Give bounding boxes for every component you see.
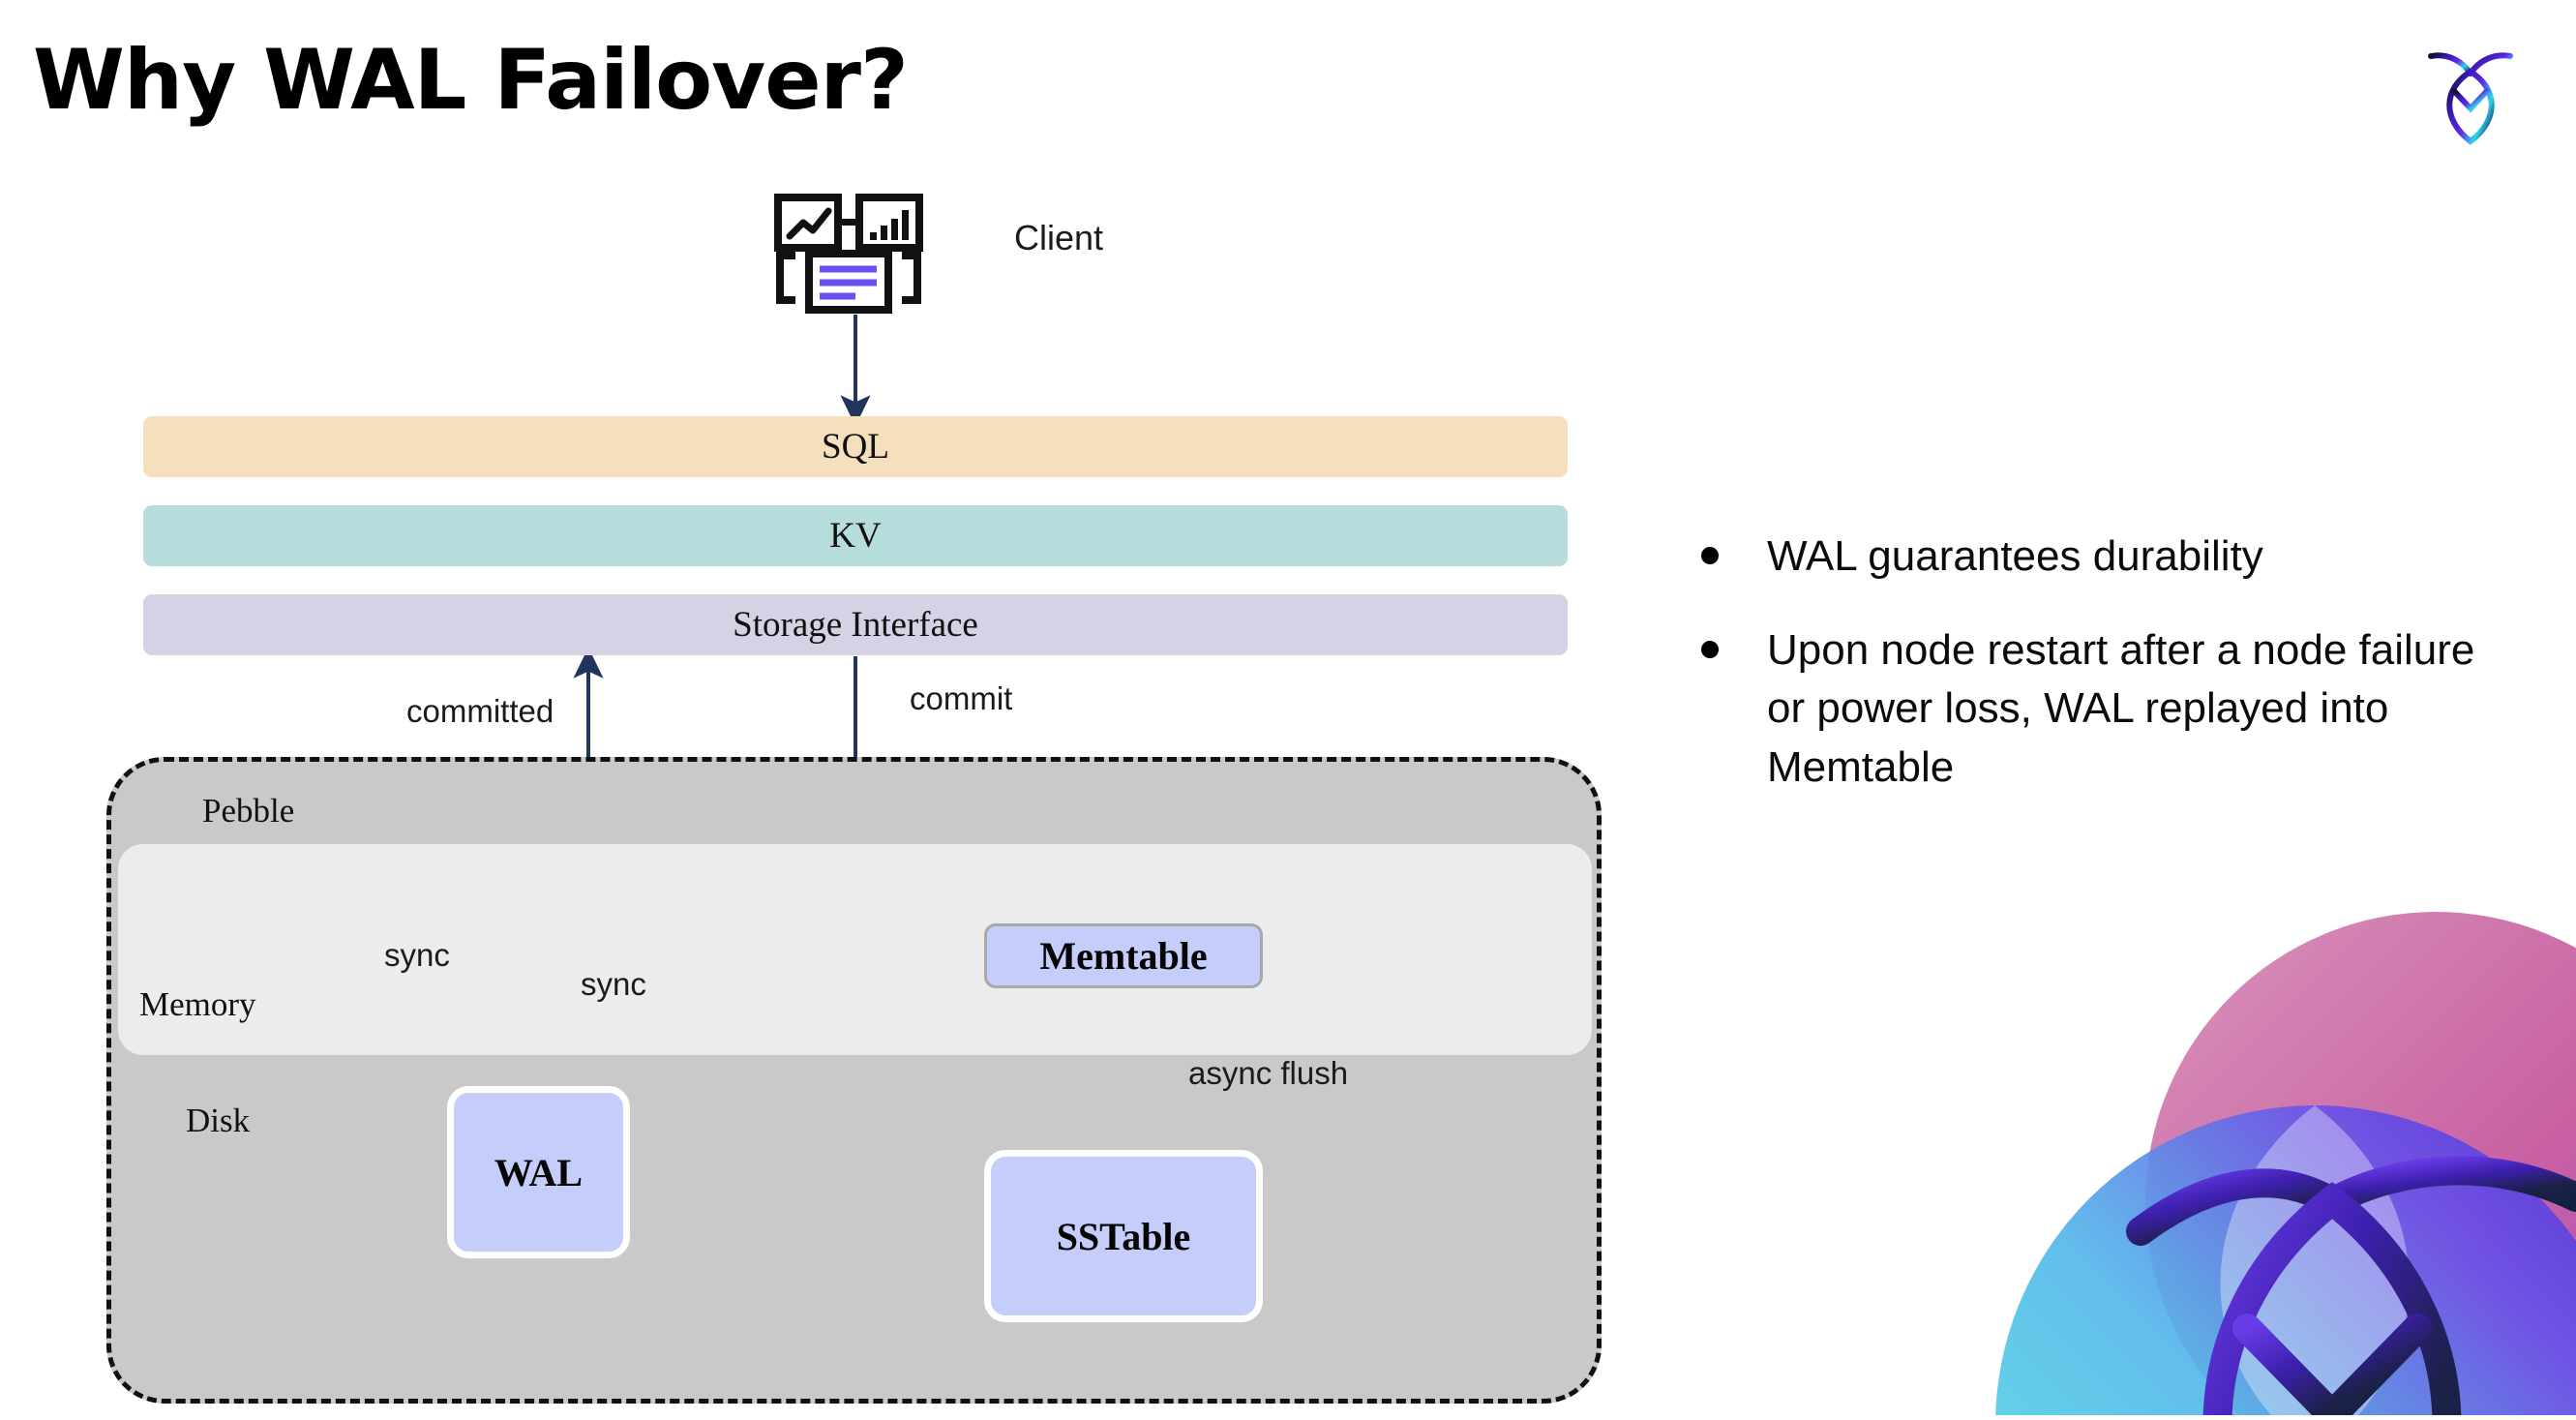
bullet-dot-icon <box>1701 640 1719 658</box>
edge-label-committed: committed <box>406 693 554 729</box>
list-item: Upon node restart after a node failure o… <box>1701 621 2514 798</box>
layer-bar-sql: SQL <box>143 416 1568 477</box>
client-dashboard-icon <box>774 194 929 315</box>
architecture-diagram: Client SQL KV Storage Interface Pebble M… <box>106 194 1602 1404</box>
layer-bar-storage-interface: Storage Interface <box>143 594 1568 655</box>
disk-zone-label: Disk <box>186 1102 251 1139</box>
edge-label-commit: commit <box>910 680 1013 716</box>
client-label: Client <box>1014 218 1104 257</box>
bullet-list: WAL guarantees durability Upon node rest… <box>1701 528 2514 832</box>
bullet-dot-icon <box>1701 547 1719 564</box>
edge-label-sync-right: sync <box>581 966 646 1002</box>
page-title: Why WAL Failover? <box>33 32 909 129</box>
memory-zone-label: Memory <box>139 985 256 1023</box>
layer-label-storage-interface: Storage Interface <box>733 605 978 645</box>
decorative-circles-graphic <box>1899 912 2576 1415</box>
list-item: WAL guarantees durability <box>1701 528 2514 587</box>
bullet-text: WAL guarantees durability <box>1767 532 2263 580</box>
layer-label-sql: SQL <box>822 427 889 467</box>
pebble-label: Pebble <box>202 792 295 830</box>
node-wal: WAL <box>447 1086 630 1258</box>
node-label-sstable: SSTable <box>1056 1214 1191 1258</box>
edge-label-async-flush: async flush <box>1188 1055 1349 1091</box>
node-label-memtable: Memtable <box>1039 934 1208 978</box>
node-label-wal: WAL <box>494 1150 584 1194</box>
memory-zone <box>118 844 1592 1055</box>
node-memtable: Memtable <box>984 923 1263 988</box>
layer-bar-kv: KV <box>143 505 1568 566</box>
node-sstable: SSTable <box>984 1150 1263 1322</box>
edge-label-sync-left: sync <box>384 937 450 973</box>
layer-label-kv: KV <box>829 516 882 556</box>
cockroachdb-logo-icon <box>2417 37 2524 151</box>
bullet-text: Upon node restart after a node failure o… <box>1767 625 2475 792</box>
